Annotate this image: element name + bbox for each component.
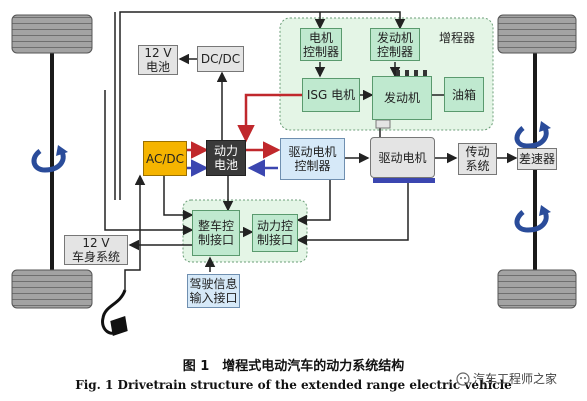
figure-caption-cn: 图 1 增程式电动汽车的动力系统结构 — [182, 359, 405, 374]
rotation-icon-right-lower — [514, 210, 549, 233]
range-extender-label: 增程器 — [438, 31, 475, 45]
transmission-system: 传动 系统 — [458, 143, 497, 175]
battery-12v-body-system: 12 V 车身系统 — [64, 235, 128, 265]
engine: 发动机 — [372, 76, 432, 120]
drive-motor-base — [373, 178, 435, 183]
vehicle-control-interface: 整车控 制接口 — [192, 210, 240, 256]
wechat-icon — [456, 371, 470, 386]
drive-motor-controller: 驱动电机 控制器 — [280, 138, 345, 180]
watermark: 汽车工程师之家 — [456, 370, 557, 387]
engine-exhaust — [375, 119, 391, 129]
power-control-interface: 动力控 制接口 — [252, 214, 298, 252]
watermark-text: 汽车工程师之家 — [473, 372, 558, 386]
line-drivemotor-powerctrl — [296, 180, 409, 246]
driver-info-input-interface: 驾驶信息 输入接口 — [187, 274, 240, 308]
motor-controller: 电机 控制器 — [300, 28, 342, 61]
figure-caption-en: Fig. 1 Drivetrain structure of the exten… — [75, 378, 512, 392]
line-plug-acdc — [124, 174, 146, 290]
wheel-front-left — [11, 14, 93, 54]
rotation-icon-left — [31, 148, 66, 173]
line-acdc-vehiclectrl — [163, 176, 194, 221]
line-left-frame — [104, 90, 194, 236]
rotation-arrowhead-right-upper — [539, 121, 551, 132]
isg-motor: ISG 电机 — [302, 78, 360, 112]
battery-12v-top: 12 V 电池 — [138, 45, 178, 75]
drive-motor: 驱动电机 — [370, 137, 435, 178]
dcdc-converter: DC/DC — [197, 46, 244, 72]
wheel-front-right — [497, 14, 577, 54]
fuel-tank: 油箱 — [444, 77, 484, 112]
engine-controller: 发动机 控制器 — [370, 28, 420, 61]
engine-pins — [396, 70, 427, 76]
rotation-arrowhead-right-lower — [539, 205, 551, 216]
rotation-arrowhead-left — [56, 145, 68, 156]
line-top-frame — [119, 11, 406, 200]
differential: 差速器 — [517, 148, 557, 170]
power-battery: 动力 电池 — [206, 140, 246, 176]
line-range-to-powerctrl — [296, 180, 331, 226]
red-isg-battery — [237, 93, 302, 143]
wheel-rear-left — [11, 269, 93, 309]
acdc-charger: AC/DC — [143, 141, 187, 176]
rotation-icon-right-upper — [514, 126, 549, 149]
charging-plug-icon — [101, 289, 128, 336]
wheel-rear-right — [497, 269, 577, 309]
